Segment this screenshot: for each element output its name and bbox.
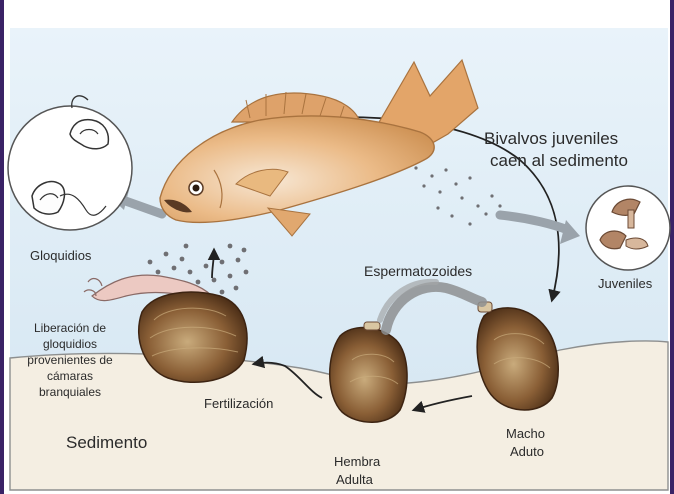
- label-fertilizacion: Fertilización: [204, 396, 273, 411]
- label-hembra-2: Adulta: [336, 472, 374, 487]
- fish-pupil: [193, 185, 200, 192]
- label-macho-2: Aduto: [510, 444, 544, 459]
- shell-releasing: [139, 292, 247, 382]
- label-liberacion-5: branquiales: [39, 385, 101, 399]
- left-frame-bar: [0, 0, 4, 494]
- label-espermatozoides: Espermatozoides: [364, 263, 472, 279]
- mussel-releasing: [139, 292, 247, 382]
- juvenile-foot-1: [628, 210, 634, 228]
- label-liberacion-3: provenientes de: [27, 353, 113, 367]
- label-gloquidios: Gloquidios: [30, 248, 92, 263]
- label-liberacion-2: gloquidios: [43, 337, 97, 351]
- right-frame-bar: [670, 0, 674, 494]
- label-juveniles: Juveniles: [598, 276, 653, 291]
- female-siphon: [364, 322, 380, 330]
- label-sedimento: Sedimento: [66, 433, 147, 452]
- magnify-circle-left: [8, 106, 132, 230]
- label-bivalvos-2: caen al sedimento: [490, 151, 628, 170]
- label-macho-1: Macho: [506, 426, 545, 441]
- label-hembra-1: Hembra: [334, 454, 381, 469]
- label-bivalvos-1: Bivalvos juveniles: [484, 129, 618, 148]
- label-liberacion-4: cámaras: [47, 369, 93, 383]
- juveniles-magnified: [586, 186, 670, 270]
- label-liberacion-1: Liberación de: [34, 321, 106, 335]
- shell-female: [330, 327, 407, 422]
